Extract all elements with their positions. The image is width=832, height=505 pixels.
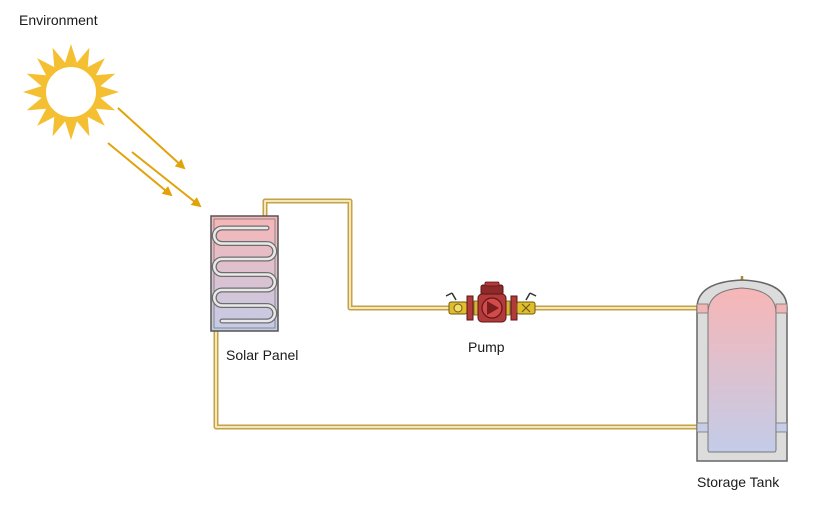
sun-icon <box>23 44 119 140</box>
cold-return-pipe <box>213 330 697 430</box>
hot-supply-pipe <box>262 198 697 311</box>
sun-ray-arrows <box>107 107 202 208</box>
sun-ray-arrow <box>107 142 173 197</box>
solar-panel-label: Solar Panel <box>226 347 299 363</box>
pump-label: Pump <box>468 339 505 355</box>
pipes <box>213 198 697 430</box>
sun-ray-arrow <box>117 107 186 170</box>
storage-tank-label: Storage Tank <box>697 474 780 490</box>
storage-tank-icon <box>696 276 788 462</box>
sun-ray-arrow <box>131 151 202 208</box>
valve-icon <box>445 292 468 315</box>
environment-label: Environment <box>19 12 98 28</box>
solar-panel-icon <box>210 215 279 332</box>
pump-icon <box>445 281 537 323</box>
valve-icon <box>516 292 537 315</box>
